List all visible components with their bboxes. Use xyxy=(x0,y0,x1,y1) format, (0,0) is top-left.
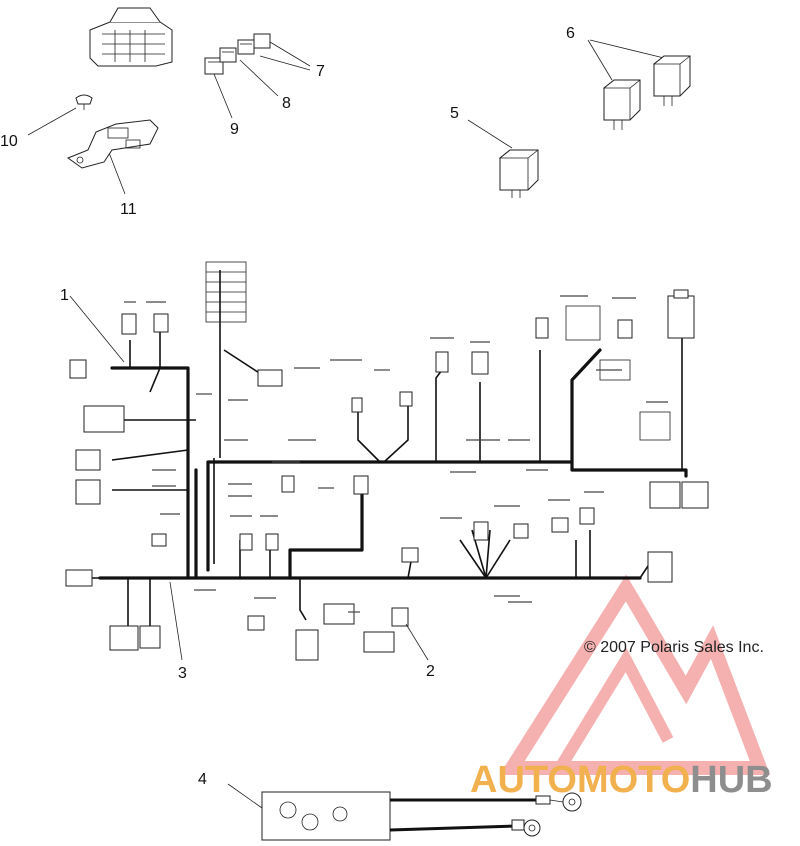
callout-10: 10 xyxy=(0,133,18,150)
leader-lines-top xyxy=(27,39,665,195)
fuse-box-part xyxy=(89,7,173,67)
watermark-text-primary: AUTOMOTO xyxy=(470,759,690,801)
main-harness xyxy=(80,270,688,630)
fuse-set-part xyxy=(204,33,271,75)
leader-lines-harness xyxy=(69,295,429,661)
callout-6: 6 xyxy=(566,25,575,42)
callout-11: 11 xyxy=(120,201,137,218)
watermark-logo-triangle xyxy=(499,574,771,775)
relay-part xyxy=(498,149,539,198)
bracket-part xyxy=(66,119,159,169)
watermark-text-secondary: HUB xyxy=(690,759,772,801)
relay-pair-part xyxy=(602,55,691,130)
battery-cable-part xyxy=(227,783,582,841)
harness-connectors xyxy=(65,261,709,661)
callout-9: 9 xyxy=(230,121,239,138)
watermark-text: AUTOMOTOHUB xyxy=(470,759,773,801)
callout-2: 2 xyxy=(426,663,435,680)
copyright-text: © 2007 Polaris Sales Inc. xyxy=(584,639,764,656)
fine-print-labels xyxy=(124,295,668,613)
callout-8: 8 xyxy=(282,95,291,112)
callout-7: 7 xyxy=(316,63,325,80)
callout-5: 5 xyxy=(450,105,459,122)
callout-4: 4 xyxy=(198,771,207,788)
screw-part xyxy=(75,94,93,110)
callout-3: 3 xyxy=(178,665,187,682)
callout-1: 1 xyxy=(60,287,69,304)
